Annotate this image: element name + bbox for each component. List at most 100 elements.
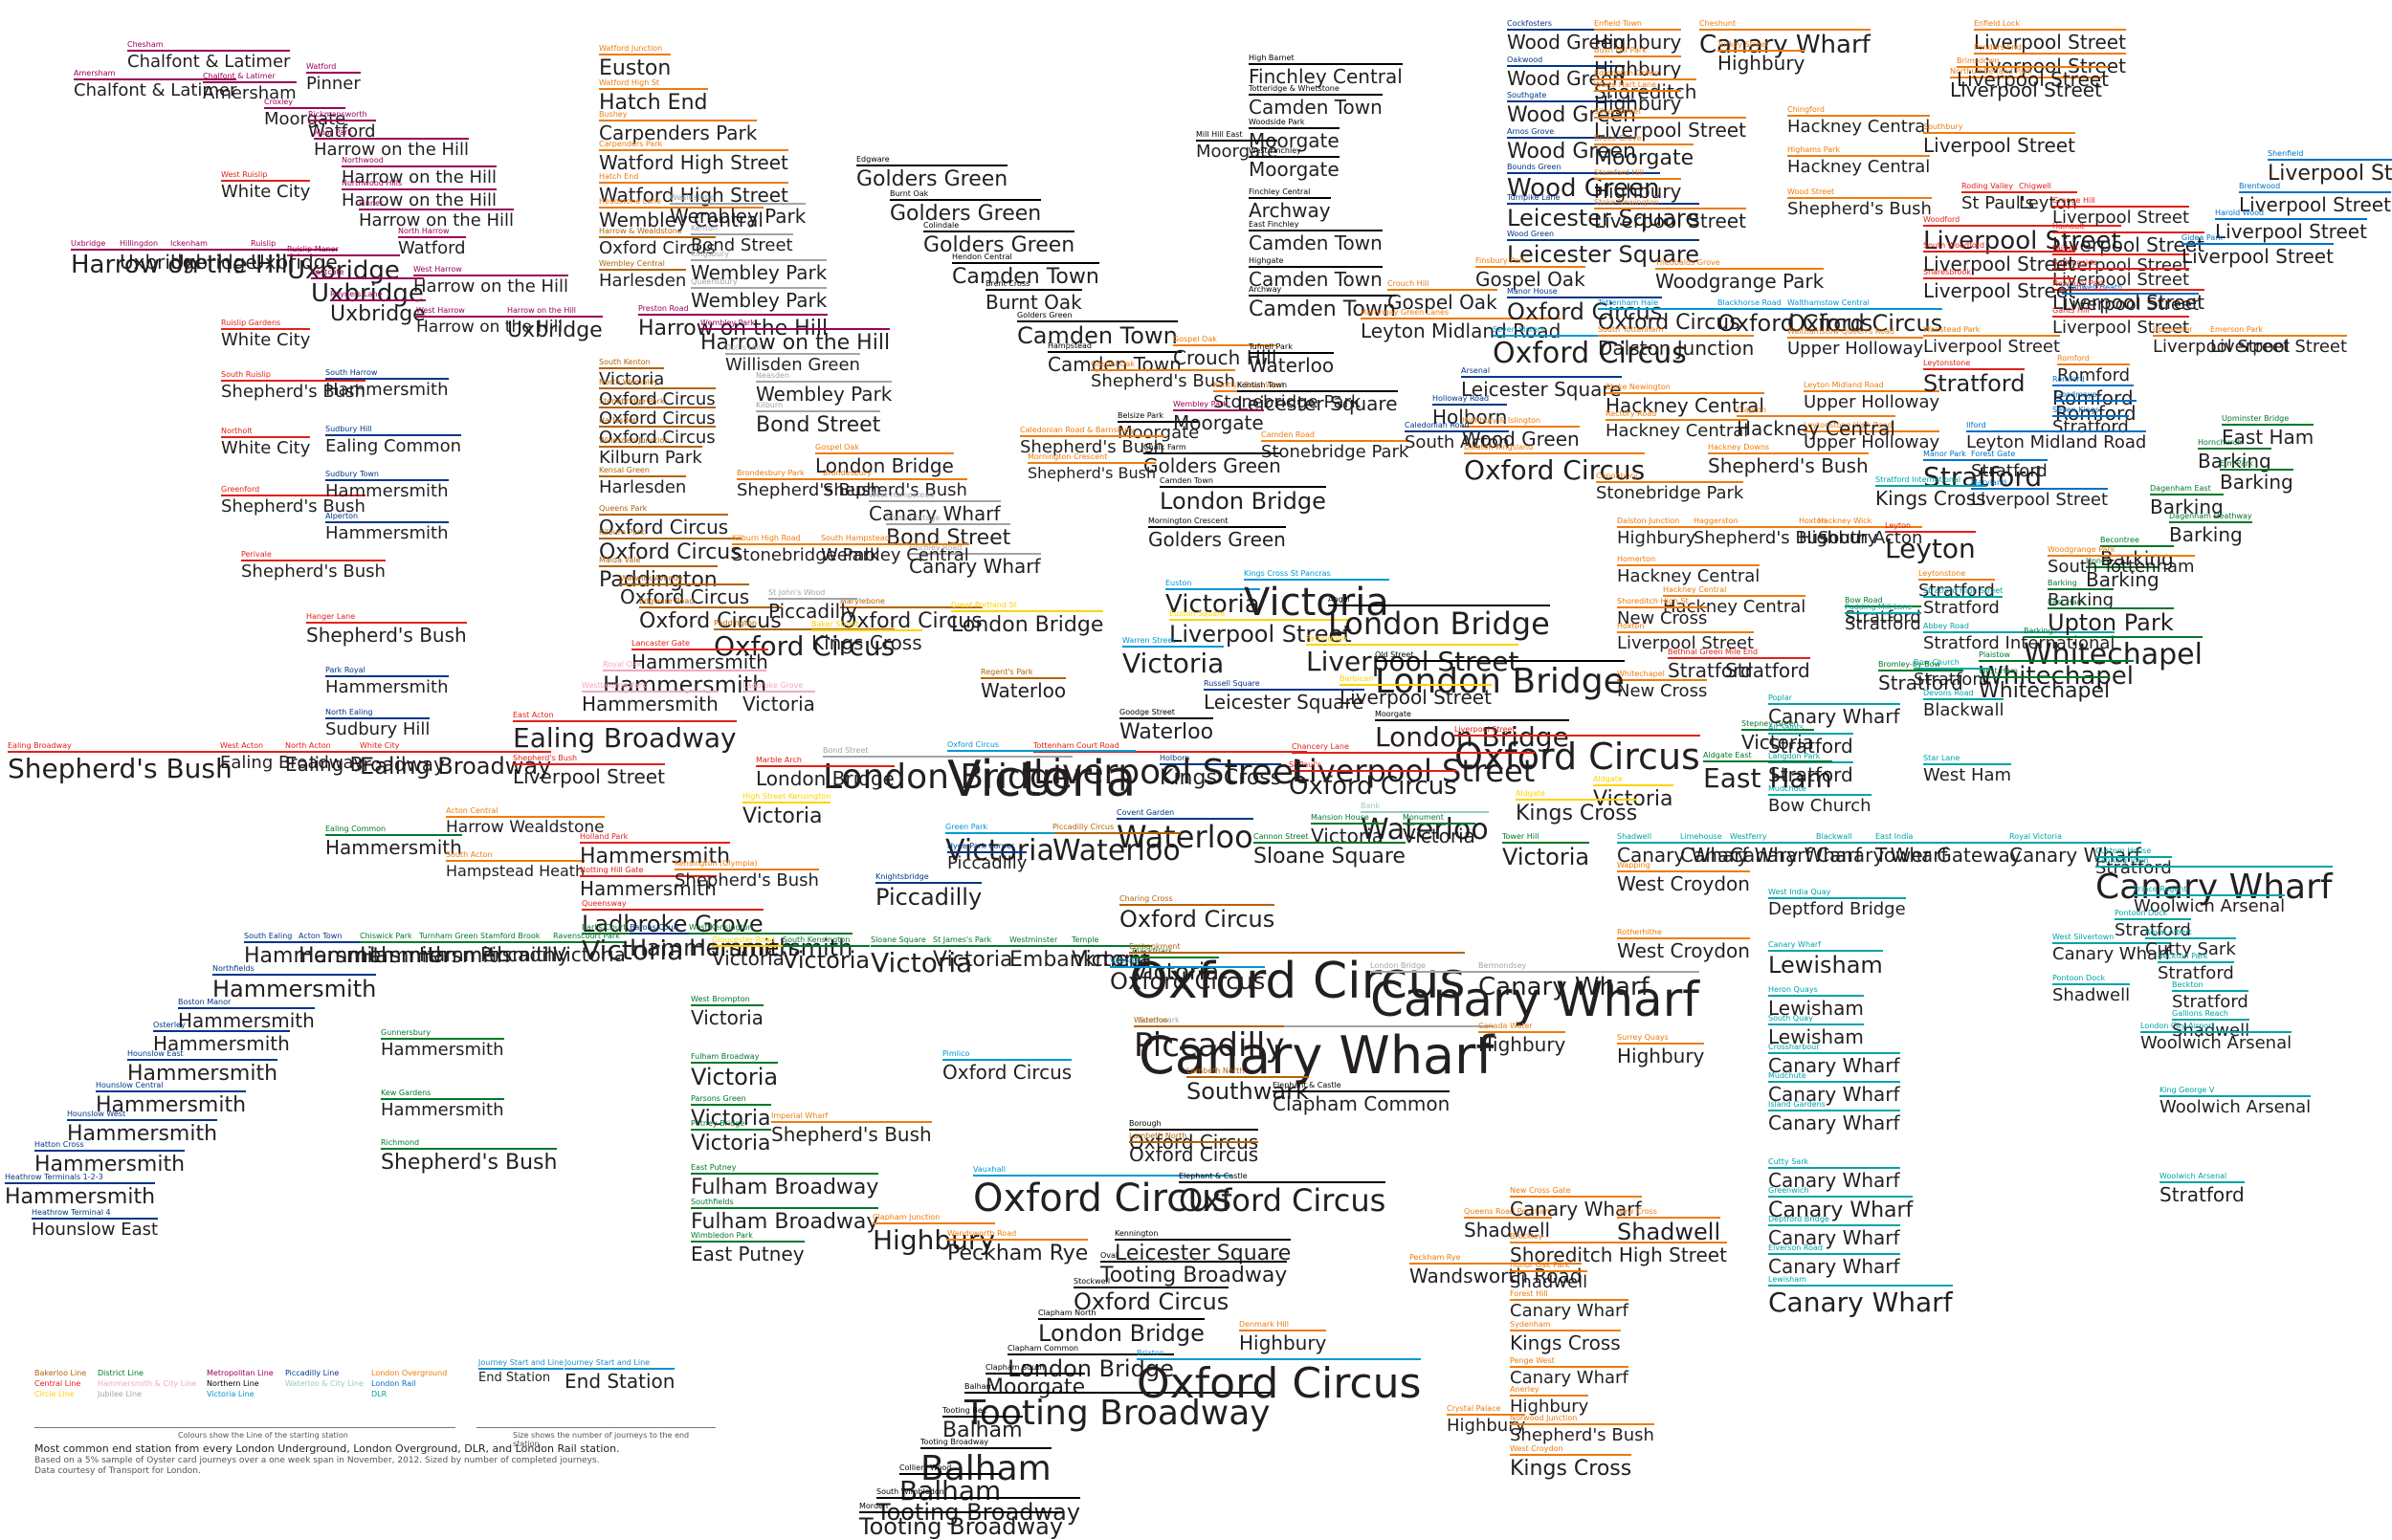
end-station: Canary Wharf [2009,844,2141,867]
end-station: Hammersmith [178,1009,315,1032]
end-station: Victoria [933,948,1013,972]
journey-start: West Brompton [691,995,764,1006]
end-station: Shoreditch [1594,80,1697,103]
end-station: Moorgate [1196,142,1278,162]
end-station: Uxbridge [251,251,338,274]
journey-start: Edgware Road [639,597,782,608]
end-station: Liverpool Street [2062,295,2200,315]
end-station: Victoria [1311,825,1384,847]
journey-start: East Finchley [1249,220,1383,231]
journey-start: Bow Church [1914,658,1990,670]
legend-divider [34,1427,455,1428]
end-station: Victoria [742,693,815,715]
end-station: Camden Town [1249,268,1383,291]
end-station: Liverpool Street [1950,78,2102,101]
end-station: Wembley Park [670,205,807,228]
end-station: Victoria [1132,958,1220,985]
journey-start: Clapton [1737,406,1895,417]
journey-start: Cockfosters [1507,19,1625,31]
journey-start: Elephant & Castle [1273,1081,1451,1092]
journey-start: Canary Wharf [1768,940,1883,952]
end-station: Oxford Circus [599,428,716,448]
journey-start: Honor Oak Park [1510,1261,1588,1272]
journey-start: Temple [1072,935,1152,947]
journey-start: Totteridge & Whetstone [1249,84,1383,96]
end-station: South Acton [1818,528,1923,548]
journey-start: Moorgate [1375,710,1569,721]
journey-start: Woodgrange Park [2048,545,2195,557]
end-station: Canary Wharf [2052,944,2171,964]
journey-start: Notting Hill Gate [580,866,717,877]
end-station: Kings Cross [1516,802,1638,825]
journey-start: Pudding Mill Lane [1845,603,1921,614]
end-station: Victoria [712,947,785,970]
end-station: Watford [308,121,376,142]
end-station: Liverpool Street [2052,270,2190,290]
end-station: Hackney Central [1663,597,1806,617]
end-station: Highbury [1478,1033,1566,1056]
end-station: Harrow on the Hill [359,210,515,231]
end-station: St Paul's [1961,193,2035,213]
end-station: Bond Street [691,235,793,255]
journey-start: St James's Park [933,935,1013,947]
journey-start: West India Quay [1768,888,1906,899]
end-station: Leicester Square [1507,205,1700,231]
journey-start: West Silvertown [2052,933,2171,944]
end-station: Oxford Circus [1507,298,1663,325]
journey-start: Sudbury Hill [325,425,462,436]
journey-start: Elverson Road [1768,1243,1900,1255]
journey-start: Northfields [212,964,377,976]
journey-start: Eastcote [311,268,424,279]
legend-divider-2 [476,1427,716,1428]
journey-start: Mornington Crescent [1028,452,1157,464]
journey-start: Kew Gardens [381,1089,504,1100]
end-station: Hammersmith [580,845,731,869]
legend-line-item: Northern Line [207,1379,259,1388]
journey-start: Peckham Rye [1409,1253,1583,1265]
end-station: Hackney Central [1737,417,1895,440]
journey-start: Hampstead [1048,341,1182,353]
journey-start: Woodside Park [1249,118,1340,129]
end-station: Victoria [1741,731,1814,754]
journey-start: Sydenham [1510,1320,1621,1331]
journey-start: Wembley Park [1173,400,1264,411]
journey-start: High Barnet [1249,54,1403,65]
journey-start: Aldgate [1516,789,1638,801]
end-station: Stratford [1918,581,1995,601]
end-station: Liverpool Street [513,765,665,788]
end-station: Barking [2086,568,2159,591]
journey-start: Northwood [342,156,498,167]
journey-start: Haggerston [1694,517,1838,528]
legend-example-large-start: Journey Start and Line [565,1358,676,1370]
